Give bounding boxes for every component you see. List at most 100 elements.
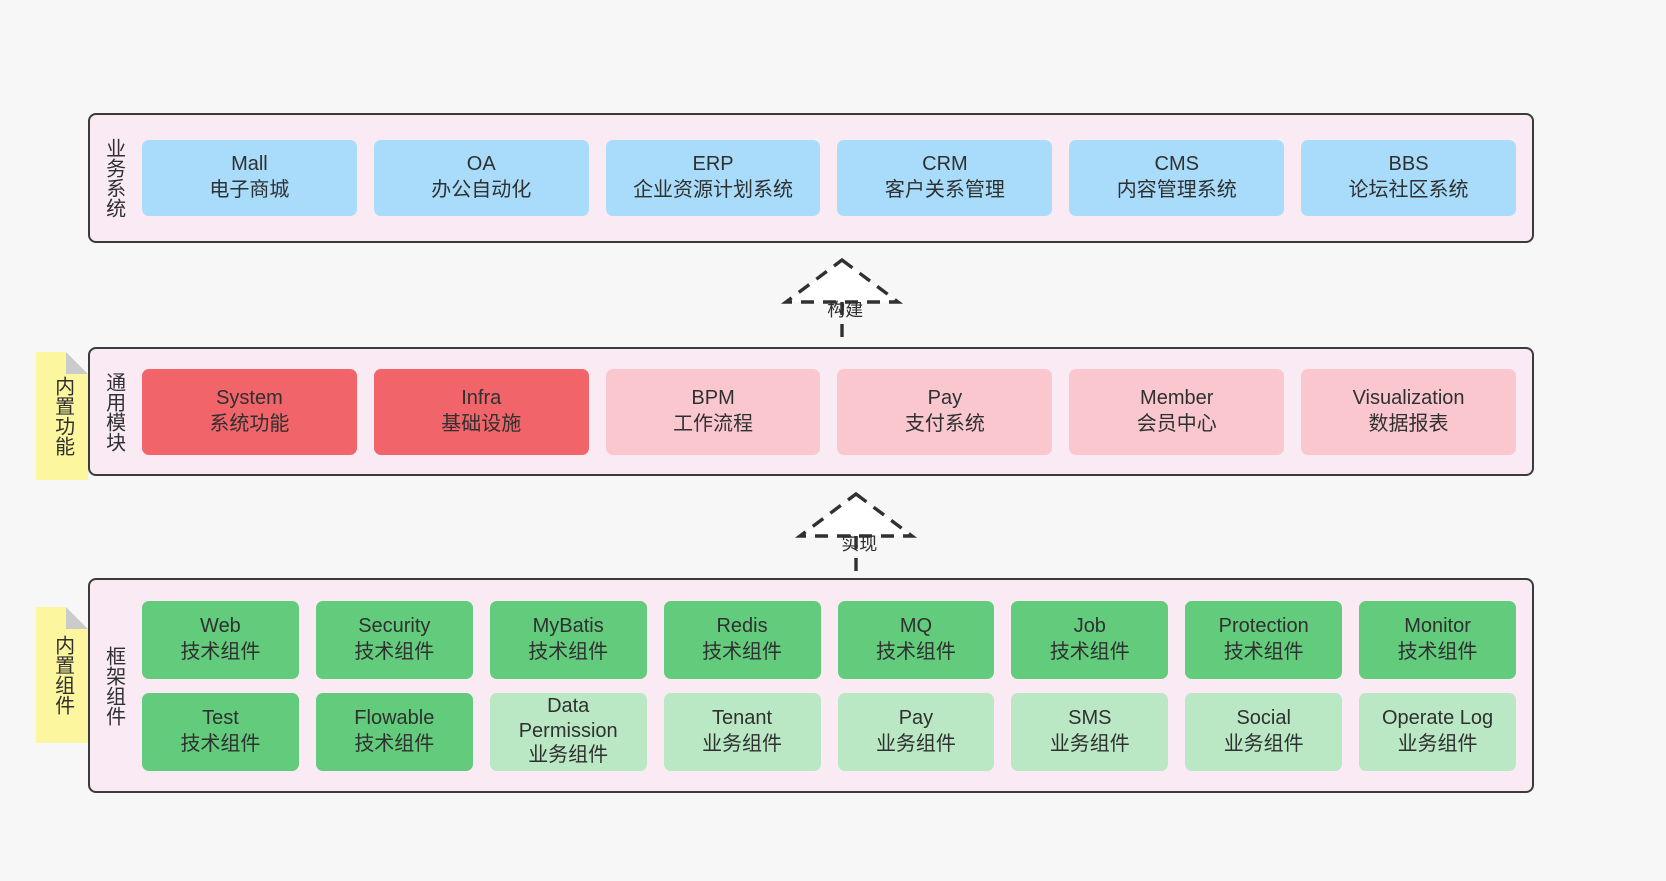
card-operate-log[interactable]: Operate Log 业务组件 (1359, 692, 1516, 771)
card-subtitle: 论坛社区系统 (1348, 179, 1469, 201)
card-pay[interactable]: Pay 支付系统 (837, 368, 1053, 455)
card-subtitle: 技术组件 (875, 640, 956, 663)
card-social[interactable]: Social 业务组件 (1185, 692, 1343, 771)
layer-title-framework-component: 框架组件 (102, 645, 125, 726)
card-subtitle: 基础设施 (441, 412, 522, 435)
connector-label: 实现 (841, 534, 878, 554)
card-security[interactable]: Security 技术组件 (315, 600, 473, 679)
card-subtitle: 业务组件 (1223, 732, 1304, 755)
card-subtitle: 技术组件 (180, 640, 261, 663)
card-row-technical: Web 技术组件 Security 技术组件 MyBatis 技术组件 Redi… (142, 600, 1516, 679)
layer-common-module: 通用模块 System 系统功能 Infra 基础设施 BPM 工作流程 Pay (88, 347, 1534, 476)
card-redis[interactable]: Redis 技术组件 (663, 600, 821, 679)
card-sms[interactable]: SMS 业务组件 (1011, 692, 1169, 771)
card-title: Mall (231, 153, 268, 176)
card-subtitle: 内容管理系统 (1116, 179, 1237, 201)
card-title: Monitor (1404, 614, 1471, 637)
note-builtin-features: 内置功能 (36, 352, 88, 480)
card-subtitle: 业务组件 (1049, 732, 1130, 755)
card-title: SMS (1068, 706, 1112, 729)
card-subtitle: 业务组件 (875, 732, 956, 755)
card-subtitle: 客户关系管理 (884, 179, 1005, 201)
card-title: Visualization (1352, 386, 1465, 409)
card-title: Test (202, 706, 239, 729)
card-subtitle: 支付系统 (904, 412, 985, 435)
card-title: Flowable (354, 706, 435, 729)
card-test[interactable]: Test 技术组件 (142, 692, 299, 771)
card-bpm[interactable]: BPM 工作流程 (605, 368, 821, 455)
layer-title-common-module: 通用模块 (102, 371, 125, 452)
card-title: MQ (899, 614, 933, 637)
card-erp[interactable]: ERP 企业资源计划系统 (605, 140, 821, 216)
card-subtitle: 业务组件 (528, 744, 609, 767)
card-title: OA (466, 153, 496, 176)
card-bbs[interactable]: BBS 论坛社区系统 (1301, 140, 1516, 216)
card-subtitle: 技术组件 (1397, 640, 1478, 663)
connector-implement-arrow: 实现 (771, 486, 941, 582)
note-builtin-components: 内置组件 (36, 607, 88, 743)
card-row: System 系统功能 Infra 基础设施 BPM 工作流程 Pay 支付系统… (142, 368, 1516, 455)
card-monitor[interactable]: Monitor 技术组件 (1359, 600, 1516, 679)
generalization-triangle (794, 491, 918, 538)
card-subtitle: 技术组件 (1223, 640, 1304, 663)
card-system[interactable]: System 系统功能 (142, 368, 357, 455)
card-oa[interactable]: OA 办公自动化 (373, 140, 589, 216)
card-title: Operate Log (1381, 706, 1494, 729)
card-title: CRM (922, 153, 968, 176)
card-subtitle: 业务组件 (702, 732, 783, 755)
card-subtitle: 电子商城 (209, 179, 290, 201)
note-label: 内置功能 (51, 376, 74, 456)
card-title: Job (1073, 614, 1106, 637)
card-data-permission[interactable]: Data Permission 业务组件 (489, 692, 647, 771)
card-row-business: Test 技术组件 Flowable 技术组件 Data Permission … (142, 692, 1516, 771)
layer-body-common-module: System 系统功能 Infra 基础设施 BPM 工作流程 Pay 支付系统… (136, 349, 1532, 474)
card-title: Pay (898, 706, 934, 729)
card-mq[interactable]: MQ 技术组件 (837, 600, 995, 679)
card-mall[interactable]: Mall 电子商城 (142, 140, 357, 216)
connector-label: 构建 (827, 300, 864, 320)
card-title: CMS (1154, 153, 1199, 176)
card-web[interactable]: Web 技术组件 (142, 600, 299, 679)
card-subtitle: 技术组件 (1049, 640, 1130, 663)
card-cms[interactable]: CMS 内容管理系统 (1069, 140, 1285, 216)
card-subtitle: 会员中心 (1136, 412, 1217, 435)
card-subtitle: 办公自动化 (431, 179, 532, 201)
card-subtitle: 技术组件 (180, 732, 261, 755)
card-title: Social (1236, 706, 1291, 729)
connector-build-arrow: 构建 (757, 252, 927, 348)
page-fold-icon (66, 352, 88, 374)
card-title: BPM (691, 386, 735, 409)
generalization-triangle (780, 257, 904, 304)
layer-title-business-system: 业务系统 (102, 138, 125, 218)
card-row: Mall 电子商城 OA 办公自动化 ERP 企业资源计划系统 CRM 客户关系… (142, 140, 1516, 216)
card-title: Redis (716, 614, 768, 637)
card-visualization[interactable]: Visualization 数据报表 (1301, 368, 1516, 455)
layer-framework-component: 框架组件 Web 技术组件 Security 技术组件 MyBatis 技术组件… (88, 578, 1534, 793)
layer-business-system: 业务系统 Mall 电子商城 OA 办公自动化 ERP 企业资源计划系统 CRM (88, 113, 1534, 243)
card-protection[interactable]: Protection 技术组件 (1185, 600, 1343, 679)
card-subtitle: 工作流程 (673, 412, 754, 435)
card-tenant[interactable]: Tenant 业务组件 (663, 692, 821, 771)
card-flowable[interactable]: Flowable 技术组件 (315, 692, 473, 771)
card-title: Member (1140, 386, 1214, 409)
card-job[interactable]: Job 技术组件 (1011, 600, 1169, 679)
card-title: BBS (1388, 153, 1429, 176)
card-title: Tenant (712, 706, 773, 729)
card-mybatis[interactable]: MyBatis 技术组件 (489, 600, 647, 679)
layer-body-framework-component: Web 技术组件 Security 技术组件 MyBatis 技术组件 Redi… (136, 580, 1532, 791)
card-subtitle: 业务组件 (1397, 732, 1478, 755)
card-member[interactable]: Member 会员中心 (1069, 368, 1285, 455)
card-subtitle: 系统功能 (209, 412, 290, 435)
card-title: System (216, 386, 283, 409)
card-title: ERP (692, 153, 734, 176)
card-title: Pay (927, 386, 963, 409)
card-subtitle: 数据报表 (1368, 412, 1449, 435)
card-subtitle: 技术组件 (354, 732, 435, 755)
card-pay-component[interactable]: Pay 业务组件 (837, 692, 995, 771)
layer-body-business-system: Mall 电子商城 OA 办公自动化 ERP 企业资源计划系统 CRM 客户关系… (136, 115, 1532, 241)
card-infra[interactable]: Infra 基础设施 (373, 368, 589, 455)
card-crm[interactable]: CRM 客户关系管理 (837, 140, 1053, 216)
card-title: Data Permission (518, 695, 618, 742)
card-subtitle: 技术组件 (528, 640, 609, 663)
